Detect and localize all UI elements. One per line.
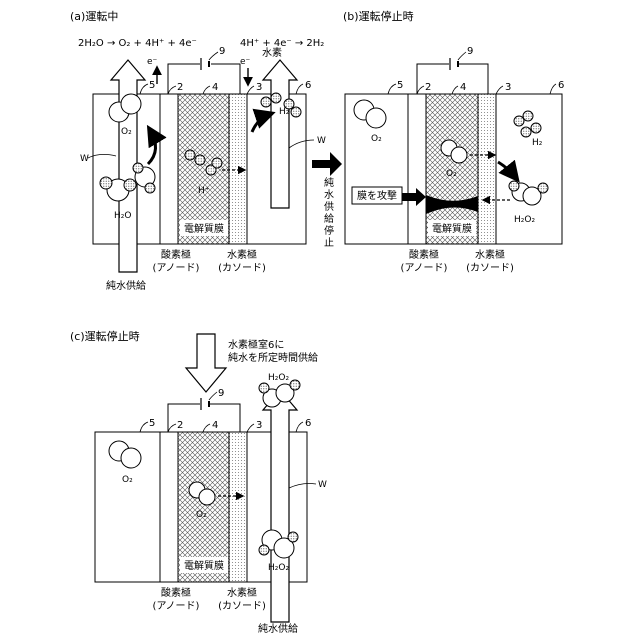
h2-label: H₂ <box>279 107 290 117</box>
instruction-line-1: 水素極室6に <box>228 338 284 351</box>
panel-c-title: (c)運転停止時 <box>70 329 140 343</box>
h2o2-label-bottom: H₂O₂ <box>268 563 289 573</box>
o2-label: O₂ <box>121 127 132 137</box>
membrane-label: 電解質膜 <box>184 222 224 235</box>
cathode-electrode <box>229 94 247 244</box>
cathode-electrode <box>229 432 247 582</box>
ref-2: 2 <box>425 82 431 93</box>
o2-label-membrane: O₂ <box>196 510 207 520</box>
panel-b: (b)運転停止時 電解質膜 9 2 4 3 5 6 O₂ <box>343 9 564 274</box>
stop-pure-water-label: 純水供給停止 <box>324 176 334 249</box>
ref-6: 6 <box>305 418 311 429</box>
cathode-sublabel: (カソード) <box>218 600 266 612</box>
instruction-line-2: 純水を所定時間供給 <box>228 351 318 364</box>
cathode-sublabel: (カソード) <box>218 262 266 274</box>
anode-electrode <box>408 94 426 244</box>
cathode-equation: 4H⁺ + 4e⁻ → 2H₂ <box>240 38 324 49</box>
ref-4: 4 <box>212 420 218 431</box>
ref-5: 5 <box>149 80 155 91</box>
h2-label: H₂ <box>532 138 543 148</box>
electron-label-left: e⁻ <box>147 57 158 67</box>
water-label: W <box>318 480 327 490</box>
ref-4: 4 <box>460 82 466 93</box>
ref-2: 2 <box>177 420 183 431</box>
pure-water-supply-label: 純水供給 <box>106 279 146 292</box>
anode-sublabel: (アノード) <box>401 263 448 274</box>
transition-arrow: 純水供給停止 <box>312 152 342 249</box>
cathode-label: 水素極 <box>227 248 257 261</box>
o2-label-anode: O₂ <box>122 475 133 485</box>
ref-3: 3 <box>256 82 262 93</box>
h2o2-label-top: H₂O₂ <box>268 373 289 383</box>
anode-sublabel: (アノード) <box>153 263 200 274</box>
ref-6: 6 <box>305 80 311 91</box>
panel-b-title: (b)運転停止時 <box>343 9 414 23</box>
h2o-label: H₂O <box>114 211 131 221</box>
electron-label-right: e⁻ <box>240 57 251 67</box>
stop-pure-water-text: 純水供給停止 <box>324 176 334 249</box>
membrane-label: 電解質膜 <box>432 222 472 235</box>
ref-3: 3 <box>505 82 511 93</box>
hydrogen-label: 水素 <box>262 46 282 59</box>
hplus-label: H⁺ <box>198 186 210 196</box>
ref-3: 3 <box>256 420 262 431</box>
cathode-electrode <box>478 94 496 244</box>
cathode-label: 水素極 <box>227 586 257 599</box>
supply-instruction-arrow <box>186 334 226 392</box>
ref-6: 6 <box>558 80 564 91</box>
anode-label: 酸素極 <box>161 586 191 599</box>
attack-callout-text: 膜を攻撃 <box>357 189 397 202</box>
panel-a-title: (a)運転中 <box>70 10 118 23</box>
ref-4: 4 <box>212 82 218 93</box>
pure-water-supply-label: 純水供給 <box>258 622 298 635</box>
anode-label: 酸素極 <box>161 248 191 261</box>
anode-sublabel: (アノード) <box>153 601 200 612</box>
panel-c: (c)運転停止時 水素極室6に 純水を所定時間供給 電解質膜 9 2 4 3 5… <box>70 329 327 635</box>
ref-5: 5 <box>149 418 155 429</box>
water-label-left: W <box>80 154 89 164</box>
anode-electrode <box>160 94 178 244</box>
h2o2-molecule-chamber <box>259 530 298 558</box>
water-label-right: W <box>317 136 326 146</box>
h2o2-molecule-exiting <box>259 380 300 407</box>
anode-label: 酸素極 <box>409 248 439 261</box>
ref-9: 9 <box>467 46 473 57</box>
anode-electrode <box>160 432 178 582</box>
ref-2: 2 <box>177 82 183 93</box>
h2o2-label: H₂O₂ <box>514 215 535 225</box>
membrane-label: 電解質膜 <box>184 559 224 572</box>
anode-equation: 2H₂O → O₂ + 4H⁺ + 4e⁻ <box>78 38 197 49</box>
ref-5: 5 <box>397 80 403 91</box>
o2-label-anode: O₂ <box>371 134 382 144</box>
ref-9: 9 <box>218 388 224 399</box>
cathode-sublabel: (カソード) <box>466 262 514 274</box>
o2-label-membrane: O₂ <box>446 169 457 179</box>
cathode-label: 水素極 <box>475 248 505 261</box>
panel-a: (a)運転中 2H₂O → O₂ + 4H⁺ + 4e⁻ 4H⁺ + 4e⁻ →… <box>70 10 326 292</box>
ref-9: 9 <box>219 46 225 57</box>
